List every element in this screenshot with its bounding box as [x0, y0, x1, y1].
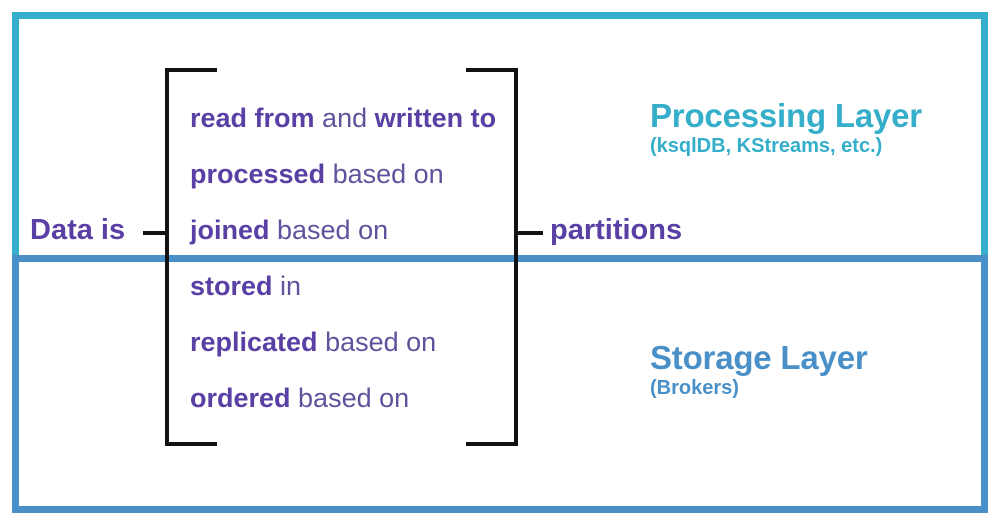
storage-layer-subtitle: (Brokers): [650, 376, 739, 399]
phrase-row: stored in: [190, 266, 530, 322]
phrase-list: read from and written to processed based…: [190, 98, 530, 434]
right-bracket: [466, 68, 518, 446]
left-bracket: [165, 68, 217, 446]
phrase-plain: in: [272, 271, 302, 301]
phrase-strong: stored: [190, 271, 273, 301]
phrase-strong: ordered: [190, 383, 291, 413]
right-connector-dash: [518, 231, 543, 235]
phrase-strong: replicated: [190, 327, 318, 357]
phrase-plain: based on: [269, 215, 389, 245]
phrase-plain: based on: [290, 383, 410, 413]
processing-layer-title: Processing Layer: [650, 97, 922, 134]
phrase-row: ordered based on: [190, 378, 530, 434]
phrase-plain: based on: [317, 327, 437, 357]
processing-layer-box: [12, 12, 988, 262]
phrase-row: read from and written to: [190, 98, 530, 154]
phrase-strong: read from: [190, 103, 315, 133]
storage-layer-caption: Storage Layer (Brokers): [650, 340, 868, 399]
partitions-label: partitions: [550, 214, 683, 246]
phrase-plain: and: [314, 103, 375, 133]
data-is-label: Data is: [30, 214, 126, 246]
phrase-plain: based on: [325, 159, 444, 189]
storage-layer-title: Storage Layer: [650, 339, 868, 376]
processing-layer-caption: Processing Layer (ksqlDB, KStreams, etc.…: [650, 98, 922, 157]
phrase-row: replicated based on: [190, 322, 530, 378]
phrase-strong: processed: [190, 159, 326, 189]
phrase-row: processed based on: [190, 154, 530, 210]
phrase-strong: joined: [190, 215, 270, 245]
processing-layer-subtitle: (ksqlDB, KStreams, etc.): [650, 134, 883, 157]
left-connector-dash: [143, 231, 168, 235]
phrase-strong-2: written to: [374, 103, 497, 133]
layer-divider: [12, 255, 988, 262]
phrase-row: joined based on: [190, 210, 530, 266]
